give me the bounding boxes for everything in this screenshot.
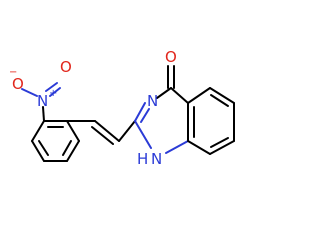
- double-bond-inner: [210, 137, 229, 148]
- nitro-o-double-label: O: [60, 58, 72, 76]
- bond: [66, 140, 80, 162]
- bond: [94, 120, 120, 142]
- nitro-group: N + O − O: [9, 58, 72, 122]
- double-bond-inner: [62, 140, 72, 156]
- vinyl-linker: [66, 120, 136, 145]
- bond: [118, 120, 136, 142]
- fused-benzene-ring: [187, 87, 235, 155]
- bond-c2-n3: [134, 102, 146, 122]
- nitro-o-minus-charge: −: [9, 67, 17, 78]
- nitro-n-label: N: [37, 92, 48, 110]
- bond: [31, 140, 45, 162]
- double-bond-inner: [210, 94, 229, 107]
- structure-canvas: N + O − O N N H O: [9, 48, 235, 168]
- bond: [66, 120, 80, 142]
- bond-n-o-double: [49, 87, 61, 97]
- pyrimidinone-ring: N N H O: [134, 48, 189, 168]
- bond-c8a-n1: [165, 140, 189, 154]
- bond-n1-c2: [134, 120, 152, 149]
- bond-n-o-single: [21, 88, 38, 97]
- double-bond-inner: [91, 126, 114, 145]
- bond: [209, 87, 235, 104]
- bond: [187, 87, 211, 104]
- ring-n3-label: N: [147, 92, 158, 110]
- bond-n-o-double: [45, 82, 58, 92]
- bond-n3-c4: [156, 87, 172, 99]
- double-bond-inner: [38, 140, 49, 156]
- carbonyl-o-label: O: [165, 48, 177, 66]
- nh-n-label: N: [151, 150, 162, 168]
- nh-h-label: H: [137, 150, 148, 168]
- double-bond-inner: [140, 108, 150, 123]
- bond: [187, 140, 211, 155]
- bond: [209, 140, 235, 155]
- nitrophenyl-ring: [31, 120, 80, 162]
- bond-c-n: [42, 106, 45, 122]
- nitro-o-minus-label: O: [12, 75, 24, 93]
- nitro-n-charge: +: [49, 88, 57, 99]
- bond-c4-c4a: [170, 87, 189, 104]
- chemical-structure: N + O − O N N H O: [9, 48, 235, 168]
- bond: [31, 120, 45, 142]
